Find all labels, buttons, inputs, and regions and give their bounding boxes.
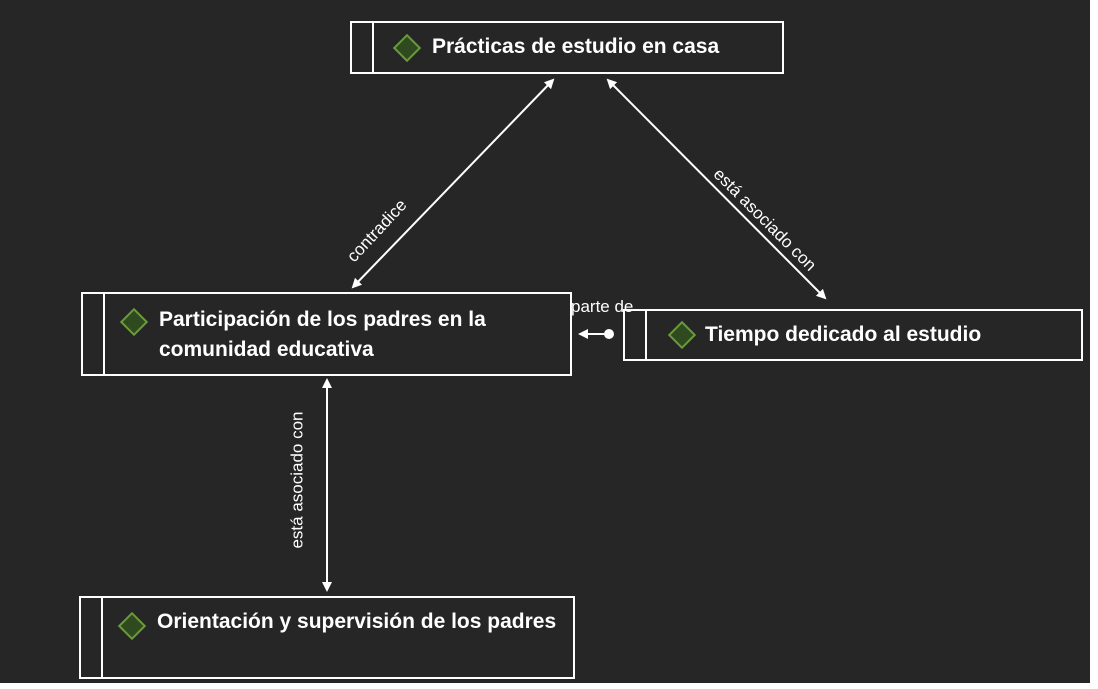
node-tiempo[interactable]: Tiempo dedicado al estudio xyxy=(623,309,1083,361)
diamond-icon xyxy=(667,320,697,350)
node-label: Prácticas de estudio en casa xyxy=(432,35,720,58)
link-label-asociado-orientacion: está asociado con xyxy=(287,411,307,549)
link-parte-de-origin-dot xyxy=(604,329,614,339)
node-label: Tiempo dedicado al estudio xyxy=(705,323,982,346)
link-label-parte-de: parte de xyxy=(571,297,634,316)
node-label: Orientación y supervisión de los padres xyxy=(157,610,557,633)
link-asociado-tiempo[interactable] xyxy=(606,78,827,300)
link-contradice[interactable] xyxy=(351,78,555,289)
node-handle[interactable] xyxy=(101,598,103,677)
node-handle[interactable] xyxy=(103,294,105,374)
node-handle[interactable] xyxy=(372,23,374,72)
diamond-icon xyxy=(392,33,422,63)
node-label: Participación de los padres en la comuni… xyxy=(159,308,486,361)
node-participacion[interactable]: Participación de los padres en la comuni… xyxy=(81,292,572,376)
node-handle[interactable] xyxy=(645,311,647,359)
node-practicas[interactable]: Prácticas de estudio en casa xyxy=(350,21,784,74)
diamond-icon xyxy=(117,611,147,641)
diamond-icon xyxy=(119,307,149,337)
node-orientacion[interactable]: Orientación y supervisión de los padres xyxy=(79,596,575,679)
